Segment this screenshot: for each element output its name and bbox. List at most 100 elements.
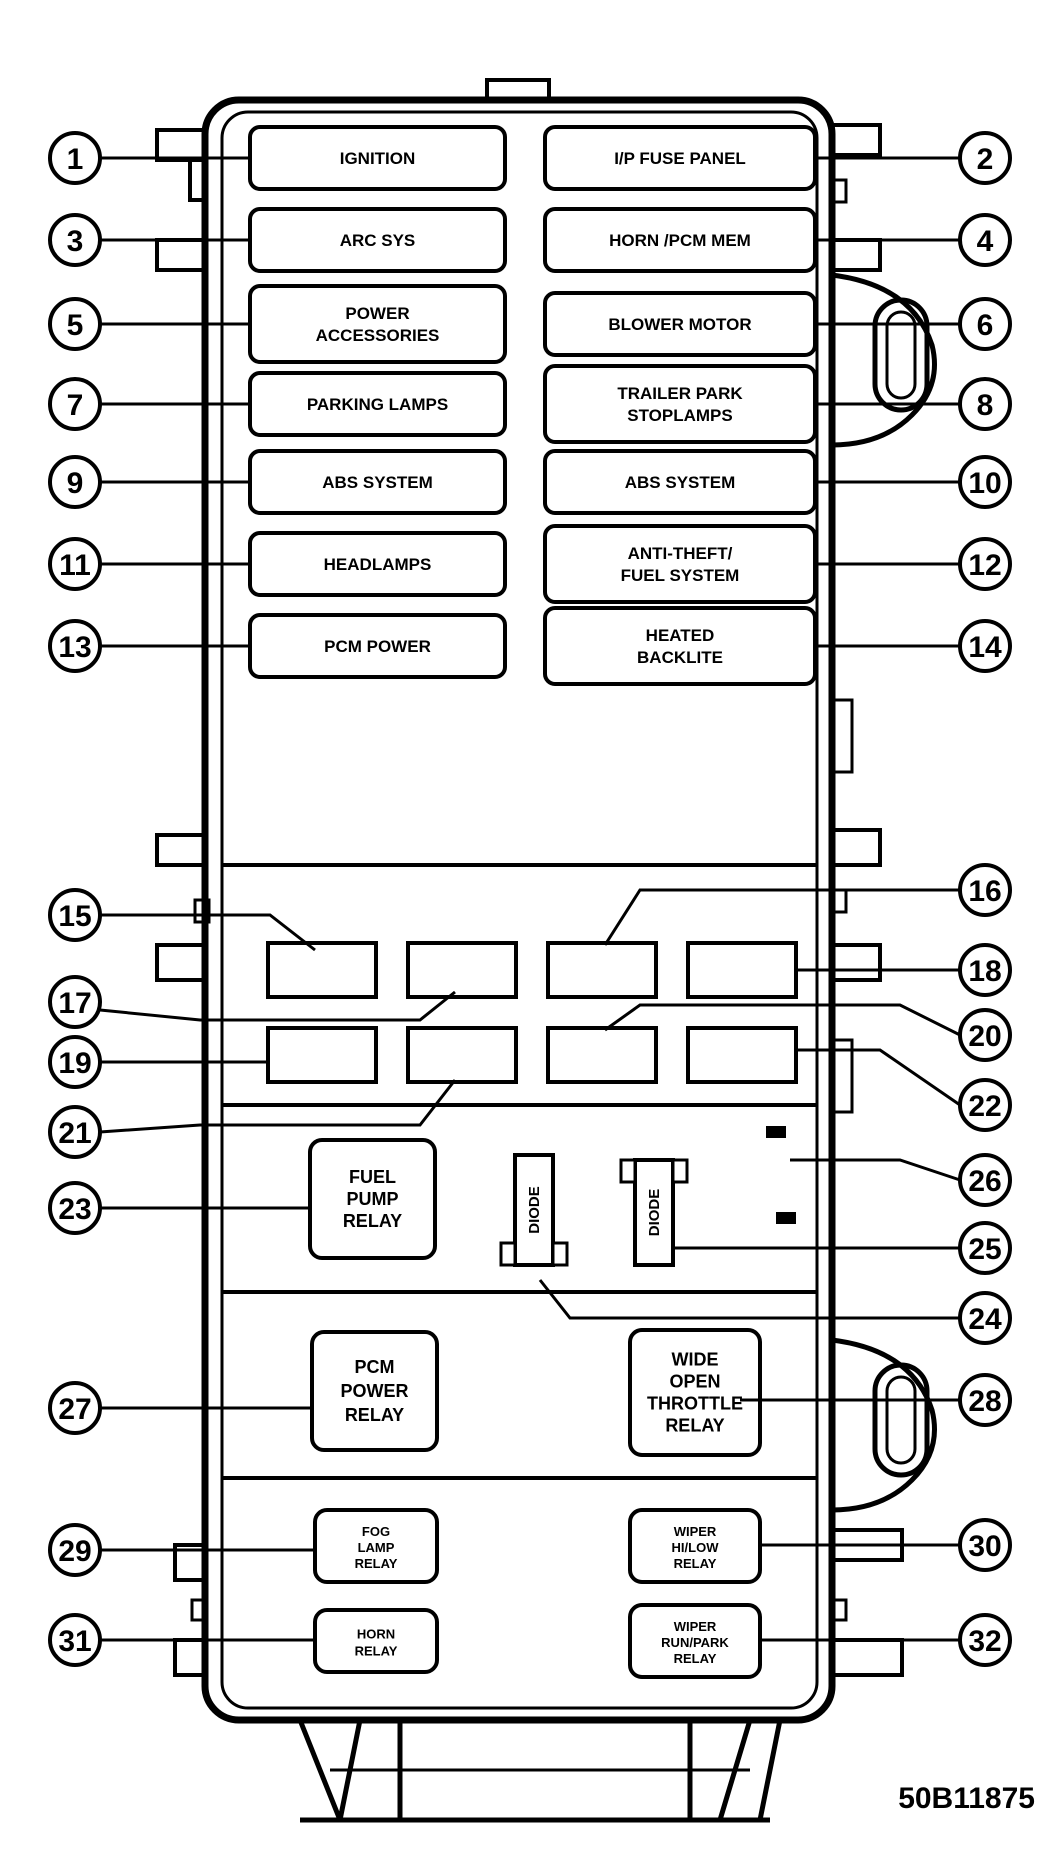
fuse-label: ARC SYS <box>340 231 416 250</box>
callout-15: 15 <box>48 888 102 942</box>
relay-label: HORN <box>357 1627 395 1642</box>
callout-number: 26 <box>968 1165 1001 1198</box>
callout-number: 12 <box>968 549 1001 582</box>
mini-fuse-slot <box>546 941 658 999</box>
fuse-label: ACCESSORIES <box>316 326 440 345</box>
relay-label: POWER <box>340 1381 408 1401</box>
diode-label: DIODE <box>526 1186 543 1234</box>
callout-number: 25 <box>968 1233 1001 1266</box>
relay-label: RELAY <box>345 1405 404 1425</box>
relay-label: RELAY <box>674 1651 717 1666</box>
fuse-label: POWER <box>345 304 409 323</box>
callout-line <box>790 1158 961 1182</box>
relay-label: THROTTLE <box>647 1394 743 1414</box>
fuse-label: I/P FUSE PANEL <box>614 149 746 168</box>
callout-30: 30 <box>958 1518 1012 1572</box>
callout-21: 21 <box>48 1105 102 1159</box>
callout-line <box>604 1003 961 1037</box>
callout-12: 12 <box>958 537 1012 591</box>
diode-24: DIODE <box>499 1153 569 1267</box>
callout-26: 26 <box>958 1153 1012 1207</box>
fuse-slot-11: HEADLAMPS <box>248 531 507 597</box>
callout-8: 8 <box>958 377 1012 431</box>
fuse-slot-5: POWER ACCESSORIES <box>248 284 507 364</box>
callout-number: 14 <box>968 631 1002 664</box>
callout-number: 29 <box>58 1535 91 1568</box>
mini-fuse-slots <box>266 941 798 1084</box>
mini-fuse-slot <box>686 1026 798 1084</box>
figure-code: 50B11875 <box>898 1782 1035 1815</box>
fuse-slot-4: HORN /PCM MEM <box>543 207 817 273</box>
callout-2: 2 <box>958 131 1012 185</box>
relay-label: OPEN <box>669 1372 720 1392</box>
callout-19: 19 <box>48 1035 102 1089</box>
callout-6: 6 <box>958 297 1012 351</box>
relay-label: LAMP <box>358 1540 395 1555</box>
spare-slot <box>766 1126 786 1138</box>
fuse-label: HEATED <box>646 626 715 645</box>
callout-line <box>795 1048 961 1107</box>
fuse-label: ANTI-THEFT/ <box>628 544 733 563</box>
callout-7: 7 <box>48 377 102 431</box>
callout-line <box>603 888 960 946</box>
callout-number: 5 <box>67 309 84 342</box>
callout-25: 25 <box>958 1221 1012 1275</box>
callout-number: 2 <box>977 143 994 176</box>
diode-25: DIODE <box>619 1158 689 1267</box>
callout-number: 16 <box>968 875 1001 908</box>
callout-number: 23 <box>58 1193 91 1226</box>
fuse-slot-6: BLOWER MOTOR <box>543 291 817 357</box>
callout-number: 7 <box>67 389 84 422</box>
fuse-label: PARKING LAMPS <box>307 395 448 414</box>
fuse-slot-9: ABS SYSTEM <box>248 449 507 515</box>
callout-number: 8 <box>977 389 994 422</box>
callout-18: 18 <box>958 943 1012 997</box>
callout-24: 24 <box>958 1291 1012 1345</box>
fuse-slot-3: ARC SYS <box>248 207 507 273</box>
callout-line <box>100 913 316 952</box>
callout-number: 31 <box>58 1625 91 1658</box>
relay-label: WIPER <box>674 1524 717 1539</box>
fuse-label: TRAILER PARK <box>617 384 743 403</box>
callout-number: 22 <box>968 1090 1001 1123</box>
callout-14: 14 <box>958 619 1012 673</box>
fuse-label: PCM POWER <box>324 637 431 656</box>
callout-31: 31 <box>48 1613 102 1667</box>
callout-number: 21 <box>58 1117 91 1150</box>
relay-label: WIDE <box>672 1350 719 1370</box>
relay-label: PUMP <box>346 1189 398 1209</box>
callout-5: 5 <box>48 297 102 351</box>
callout-20: 20 <box>958 1008 1012 1062</box>
callout-number: 19 <box>58 1047 91 1080</box>
mini-fuse-slot <box>406 1026 518 1084</box>
mini-fuse-slot <box>546 1026 658 1084</box>
relay-label: RELAY <box>343 1211 402 1231</box>
callout-13: 13 <box>48 619 102 673</box>
callout-number: 9 <box>67 467 84 500</box>
callout-number: 24 <box>968 1303 1002 1336</box>
relay-label: PCM <box>355 1357 395 1377</box>
fuse-slot-7: PARKING LAMPS <box>248 371 507 437</box>
callout-number: 15 <box>58 900 91 933</box>
callout-9: 9 <box>48 455 102 509</box>
fuse-label: STOPLAMPS <box>627 406 732 425</box>
relay-label: WIPER <box>674 1619 717 1634</box>
callout-number: 13 <box>58 631 91 664</box>
fuse-label: BACKLITE <box>637 648 723 667</box>
mini-fuse-slot <box>686 941 798 999</box>
fuse-label: HEADLAMPS <box>324 555 432 574</box>
callout-11: 11 <box>48 537 102 591</box>
mini-fuse-slot <box>266 1026 378 1084</box>
callout-line <box>538 1279 960 1320</box>
fuse-slot-14: HEATED BACKLITE <box>543 606 817 686</box>
callout-line <box>99 1079 457 1134</box>
callout-17: 17 <box>48 975 102 1029</box>
fuse-slot-13: PCM POWER <box>248 613 507 679</box>
callout-4: 4 <box>958 213 1012 267</box>
